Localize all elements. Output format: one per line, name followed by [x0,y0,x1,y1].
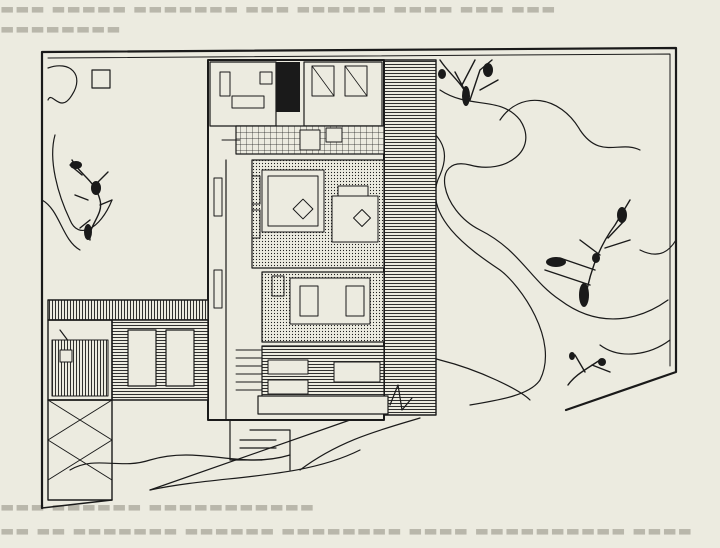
tree-foliage [70,63,627,366]
rug-symbol [267,175,319,227]
service-core-dark [276,62,300,112]
sofa-symbol [331,195,379,243]
path-line [299,417,421,471]
west-wing [47,299,209,501]
stair-symbol [235,349,263,391]
living-room-light [261,169,325,233]
entry-steps [149,384,413,491]
terrace-hatched [383,59,437,416]
bed-symbol [311,65,335,97]
dining-table [289,277,371,325]
service-room-hatched [51,339,109,397]
site-boundary [40,46,678,510]
site-box [91,69,111,89]
carport-bay [127,329,157,387]
main-house [207,59,389,421]
carport-bay [165,329,195,387]
bed-symbol [344,65,368,97]
